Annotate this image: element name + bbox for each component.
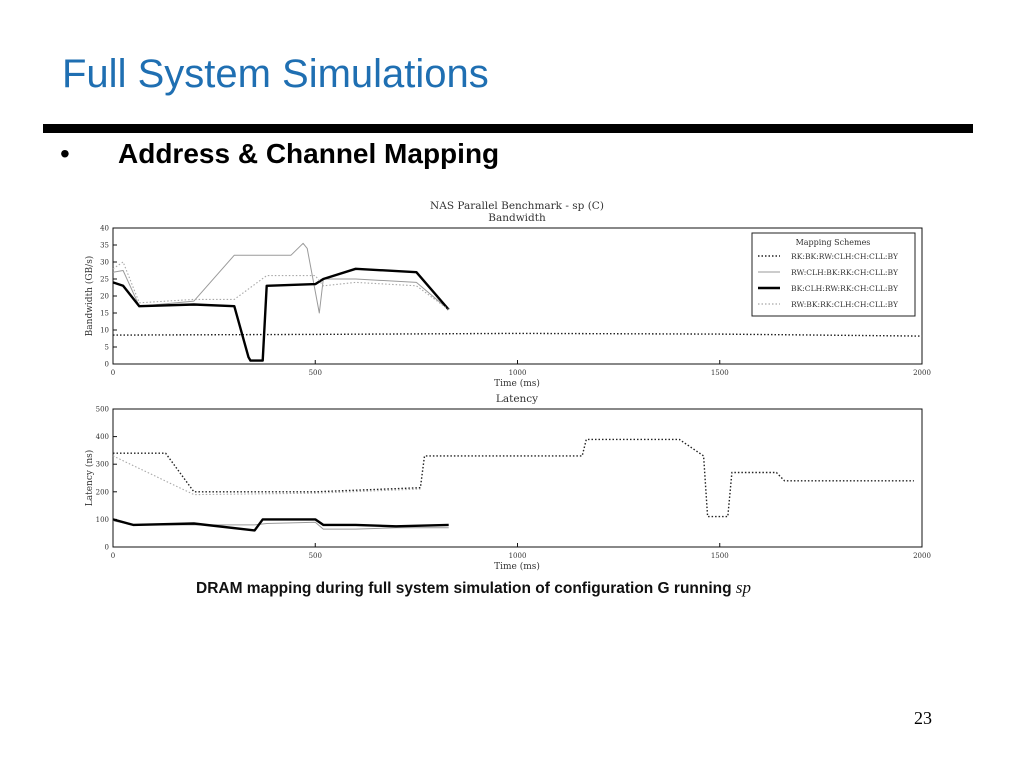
bandwidth-series-thick-black xyxy=(112,267,450,362)
y-axis-label-latency: Latency (ns) xyxy=(84,450,95,507)
panel-subtitle-latency: Latency xyxy=(496,393,538,405)
latency-y-tick-label: 400 xyxy=(96,433,109,441)
bandwidth-x-tick-label: 500 xyxy=(309,369,322,377)
bandwidth-y-tick-label: 20 xyxy=(100,293,109,301)
bandwidth-x-tick-label: 1500 xyxy=(711,369,729,377)
latency-y-tick-label: 200 xyxy=(96,488,109,496)
legend-label-4: RW:BK:RK:CLH:CH:CLL:BY xyxy=(791,300,899,309)
latency-y-tick-label: 300 xyxy=(96,461,109,469)
bullet-symbol: • xyxy=(60,138,70,169)
bandwidth-series-thin-gray xyxy=(112,242,450,314)
bandwidth-y-tick-label: 30 xyxy=(100,259,109,267)
latency-series-thick-black xyxy=(112,518,449,532)
latency-y-tick-label: 500 xyxy=(96,406,109,414)
bandwidth-series-light-dotted xyxy=(112,261,450,311)
latency-series-dotted xyxy=(113,438,914,518)
legend-title: Mapping Schemes xyxy=(796,238,871,247)
title-divider xyxy=(43,124,973,133)
bandwidth-x-tick-label: 1000 xyxy=(509,369,527,377)
figure-caption-benchmark: sp xyxy=(735,578,752,597)
legend-label-3: BK:CLH:RW:RK:CH:CLL:BY xyxy=(791,284,899,293)
y-axis-label-bandwidth: Bandwidth (GB/s) xyxy=(84,256,95,337)
bandwidth-x-tick-label: 2000 xyxy=(913,369,931,377)
latency-x-tick-label: 1500 xyxy=(711,552,729,560)
legend-label-2: RW:CLH:BK:RK:CH:CLL:BY xyxy=(791,268,899,277)
bandwidth-x-tick-label: 0 xyxy=(111,369,115,377)
legend: Mapping Schemes RK:BK:RW:CLH:CH:CLL:BY R… xyxy=(751,232,916,317)
bandwidth-y-tick-label: 15 xyxy=(100,310,109,318)
bandwidth-y-tick-label: 25 xyxy=(100,276,109,284)
x-axis-label-bandwidth: Time (ms) xyxy=(494,378,540,389)
bandwidth-series-dotted xyxy=(112,332,923,337)
chart-title: NAS Parallel Benchmark - sp (C) xyxy=(430,200,604,212)
page-number: 23 xyxy=(914,708,932,728)
legend-label-1: RK:BK:RW:CLH:CH:CLL:BY xyxy=(791,252,899,261)
bandwidth-y-tick-label: 5 xyxy=(105,344,109,352)
panel-subtitle-bandwidth: Bandwidth xyxy=(488,212,546,224)
latency-x-tick-label: 2000 xyxy=(913,552,931,560)
bandwidth-y-tick-label: 35 xyxy=(100,242,109,250)
bullet-text: Address & Channel Mapping xyxy=(118,138,500,169)
legend-box xyxy=(751,232,916,317)
bandwidth-y-tick-label: 0 xyxy=(105,361,109,369)
slide-title: Full System Simulations xyxy=(62,52,489,96)
bandwidth-y-tick-label: 40 xyxy=(100,225,109,233)
latency-series-light-dotted xyxy=(112,455,421,496)
latency-y-tick-label: 100 xyxy=(96,516,109,524)
bandwidth-y-tick-label: 10 xyxy=(100,327,109,335)
figure-caption-text: DRAM mapping during full system simulati… xyxy=(196,580,732,597)
latency-x-tick-label: 0 xyxy=(111,552,115,560)
latency-y-tick-label: 0 xyxy=(105,544,109,552)
latency-x-tick-label: 500 xyxy=(309,552,322,560)
figure-caption: DRAM mapping during full system simulati… xyxy=(196,578,751,598)
x-axis-label-latency: Time (ms) xyxy=(494,561,540,572)
latency-x-tick-label: 1000 xyxy=(509,552,527,560)
latency-plot-frame xyxy=(112,408,923,548)
